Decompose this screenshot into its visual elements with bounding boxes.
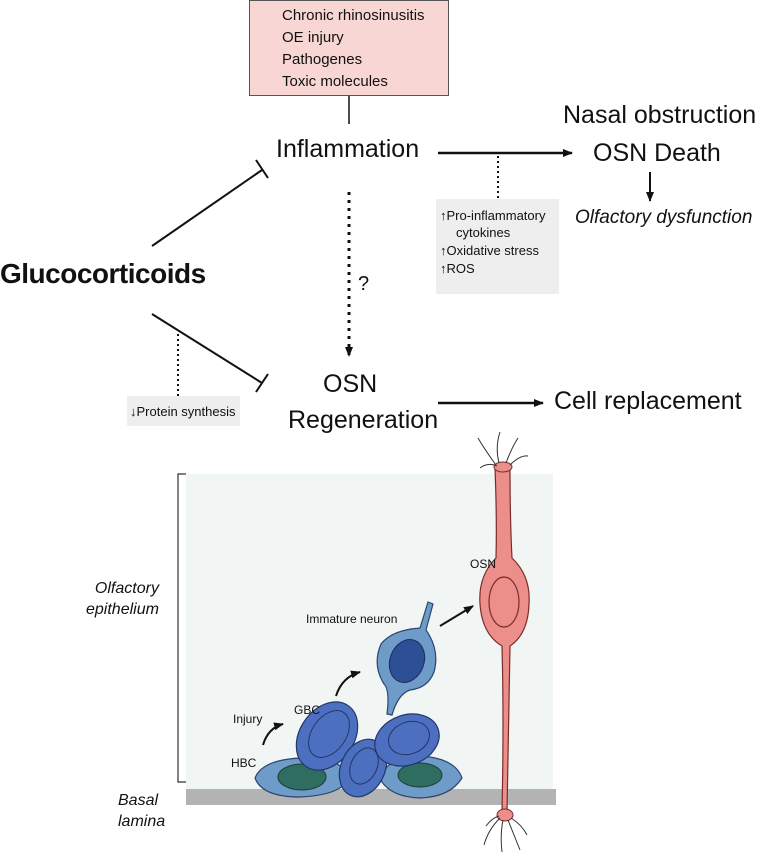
gbc-label: GBC <box>294 703 321 717</box>
protein-synthesis-box: ↓Protein synthesis <box>127 396 240 426</box>
gc-inhibits-inflammation-bar <box>255 159 269 179</box>
osn-death-label: OSN Death <box>593 139 721 167</box>
mediator-item-cont: cytokines <box>456 225 511 240</box>
mediator-item: ↑Oxidative stress <box>440 243 539 258</box>
gbc-cell-3 <box>374 713 440 767</box>
cause-item: Pathogenes <box>282 51 363 68</box>
hbc-cell-left <box>254 757 351 798</box>
glucocorticoids-label: Glucocorticoids <box>0 258 206 289</box>
olfactory-dysfunction-label: Olfactory dysfunction <box>575 207 753 228</box>
epithelium-bracket <box>177 473 186 783</box>
osn-cell <box>477 431 530 853</box>
cell-replacement-label: Cell replacement <box>554 387 742 415</box>
gbc-cell-1 <box>295 701 359 771</box>
protein-synthesis-label: ↓Protein synthesis <box>130 404 236 419</box>
regeneration-label: Regeneration <box>288 406 439 434</box>
label-line: Olfactory <box>94 580 159 597</box>
inflammation-label: Inflammation <box>276 135 420 163</box>
cause-item: Toxic molecules <box>282 73 388 90</box>
gbc-to-immature-arrow <box>335 670 361 697</box>
causes-box: Chronic rhinosinusitis OE injury Pathoge… <box>249 0 449 96</box>
cause-item: Chronic rhinosinusitis <box>282 7 425 24</box>
osn-label: OSN <box>323 370 378 398</box>
gc-inhibits-regeneration-bar <box>255 373 269 393</box>
osn-cell-label: OSN <box>470 557 497 571</box>
immature-neuron-cell <box>376 601 437 716</box>
nasal-obstruction-label: Nasal obstruction <box>563 101 757 129</box>
label-line: epithelium <box>86 601 159 618</box>
gbc-cell-2 <box>338 738 388 798</box>
gc-inhibits-inflammation <box>151 169 263 247</box>
injury-label: Injury <box>233 712 263 726</box>
olfactory-epithelium-label: Olfactory epithelium <box>86 578 159 620</box>
cause-item: OE injury <box>282 29 344 46</box>
immature-neuron-label: Immature neuron <box>306 612 398 626</box>
mediator-item: ↑ROS <box>440 261 475 276</box>
basal-lamina-label: Basal lamina <box>118 790 165 832</box>
immature-to-osn-arrow <box>439 605 474 627</box>
label-line: Basal <box>118 792 159 809</box>
gc-inhibits-regeneration <box>151 313 263 384</box>
mediators-box: ↑Pro-inflammatory cytokines ↑Oxidative s… <box>436 199 559 294</box>
hbc-label: HBC <box>231 756 257 770</box>
mediator-item: ↑Pro-inflammatory <box>440 208 546 223</box>
injury-arrow <box>262 722 284 746</box>
question-mark: ? <box>358 273 370 295</box>
label-line: lamina <box>118 813 166 830</box>
